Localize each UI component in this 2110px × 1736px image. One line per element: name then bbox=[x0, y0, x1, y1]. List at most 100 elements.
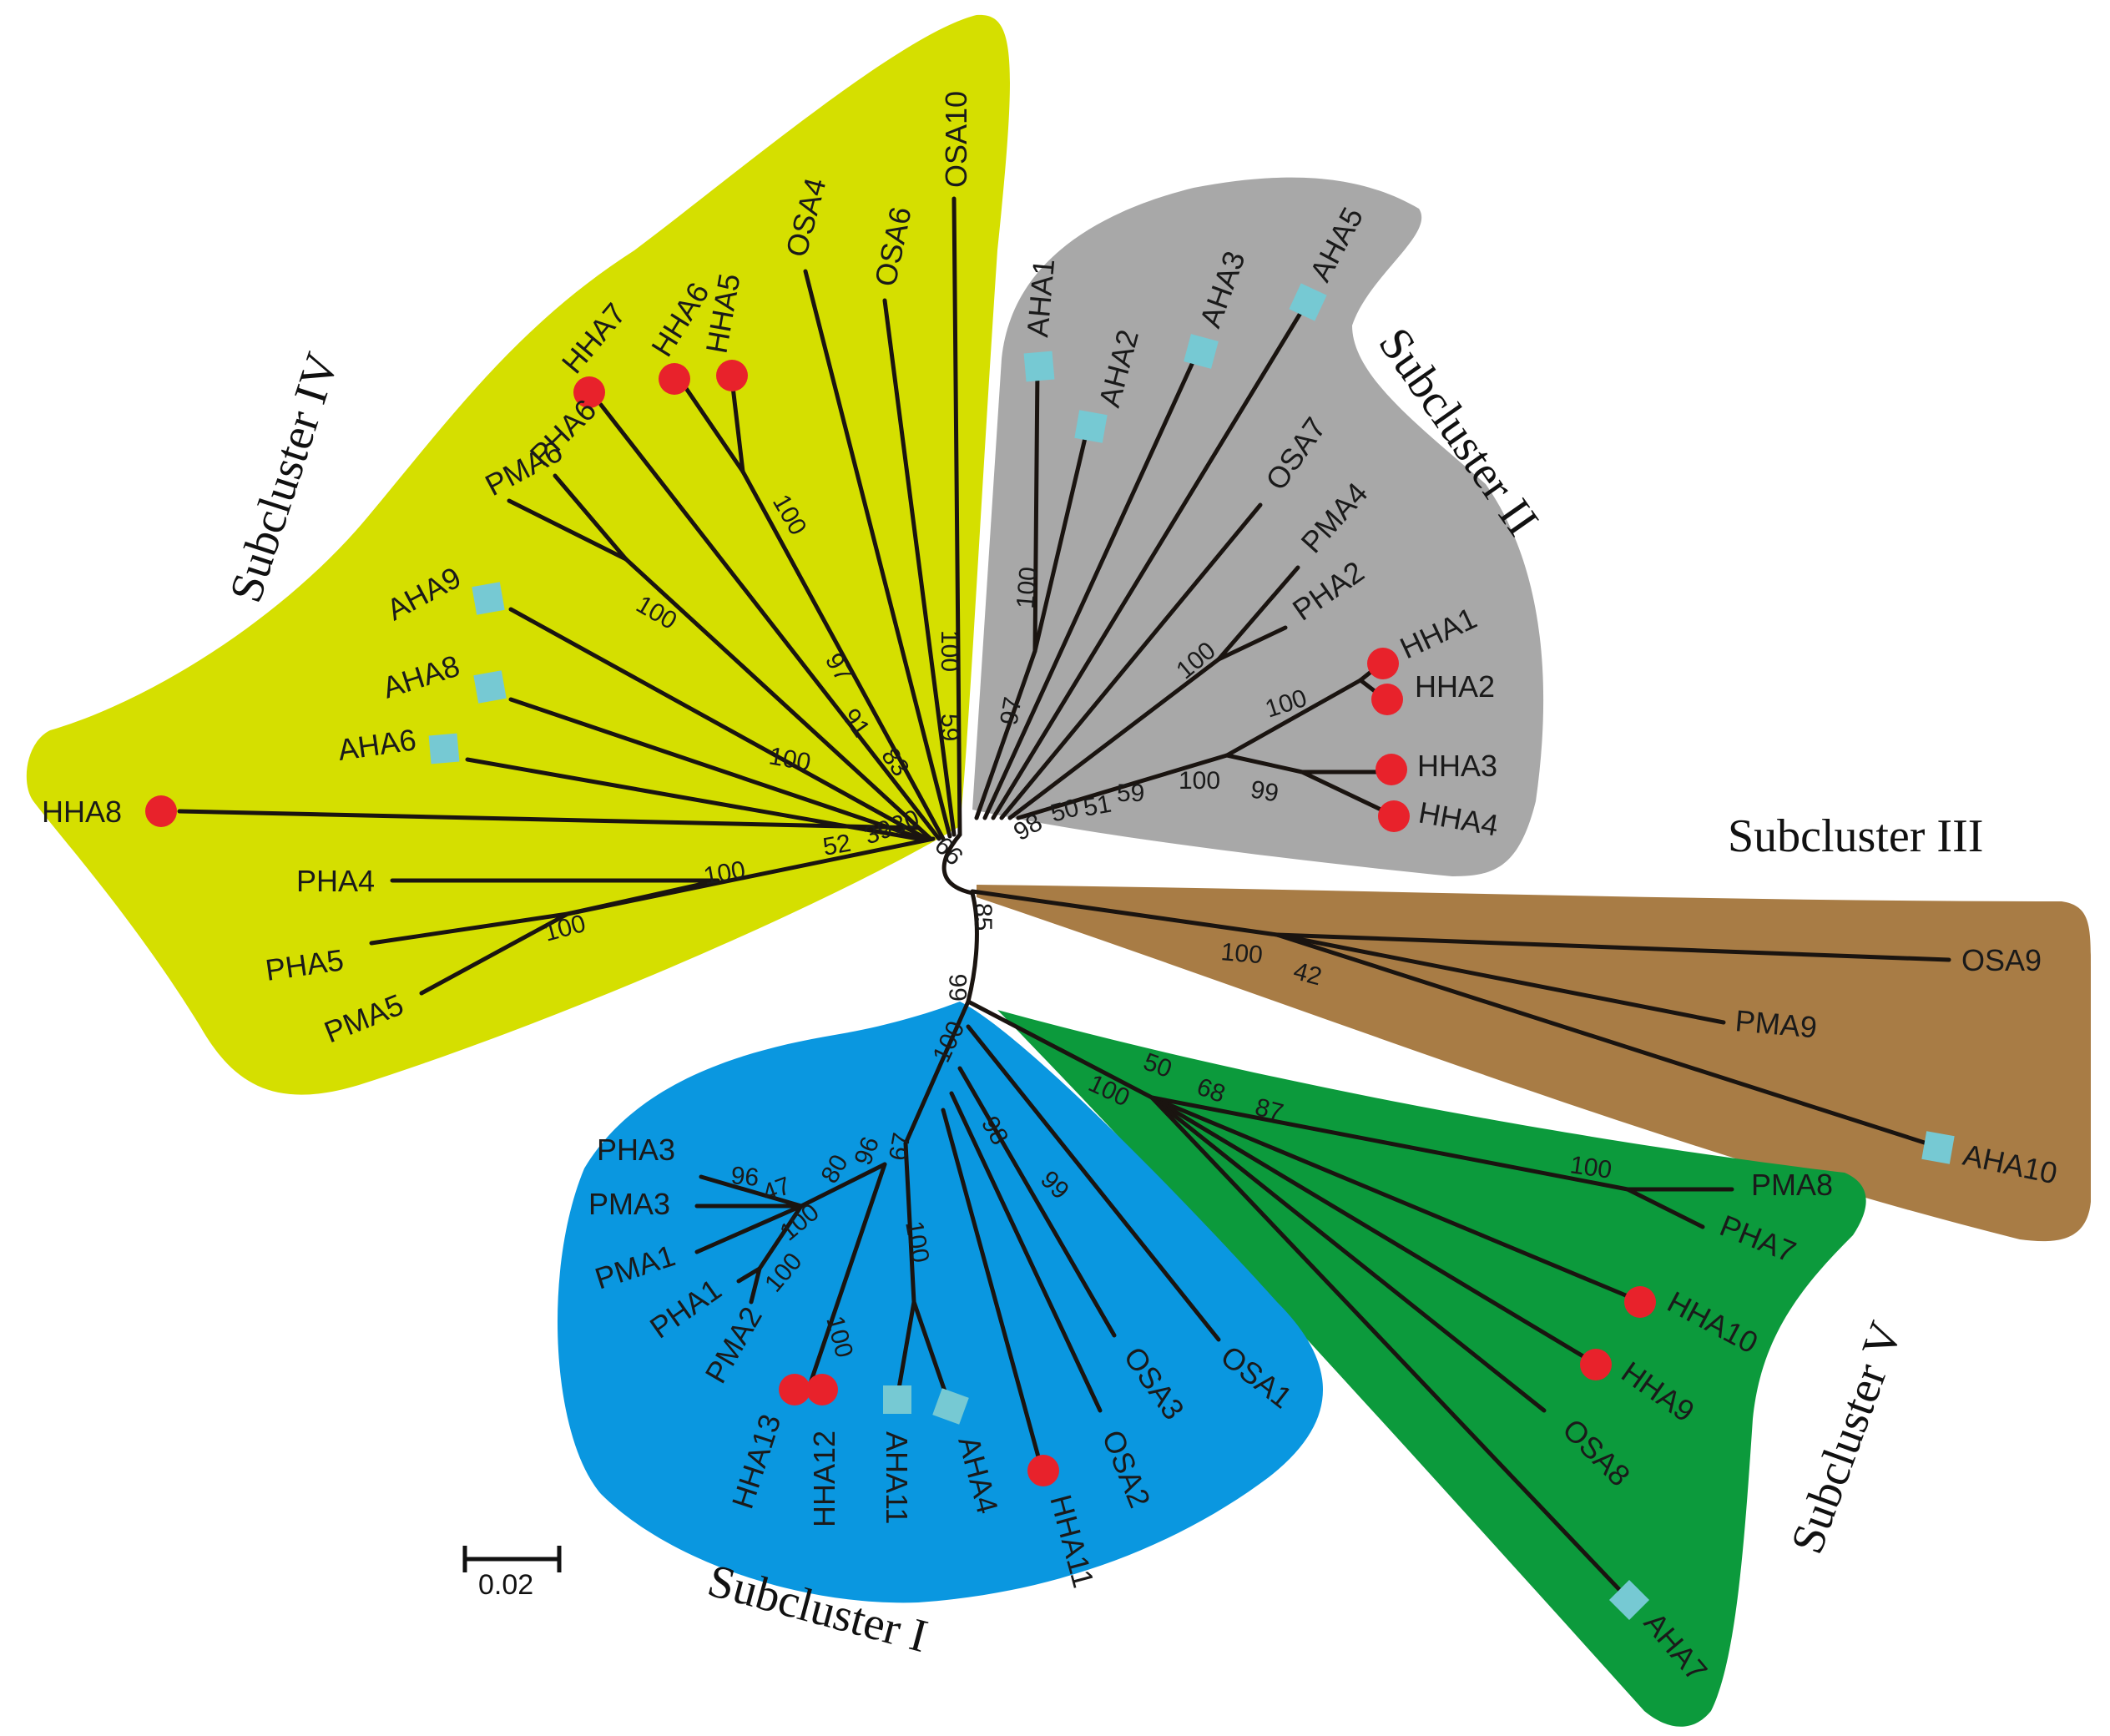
hha9-marker bbox=[1580, 1349, 1612, 1380]
branch-pha5-pma5 bbox=[565, 878, 720, 916]
branch-hha567 bbox=[740, 469, 946, 841]
aha11-marker bbox=[883, 1385, 911, 1414]
branch-pha2 bbox=[1216, 625, 1288, 662]
branch-hha12 bbox=[1224, 678, 1363, 758]
label-hha12: HHA12 bbox=[807, 1431, 841, 1527]
branch-osa8 bbox=[1149, 1095, 1547, 1413]
scale-bar bbox=[462, 1546, 562, 1572]
aha3-marker bbox=[1184, 334, 1219, 369]
branch-pha1-pma2 bbox=[757, 1204, 804, 1271]
hha11-marker bbox=[1027, 1455, 1059, 1486]
label-aha1: AHA1 bbox=[1020, 257, 1061, 338]
branch-pma1-group bbox=[694, 1204, 804, 1254]
subcluster-iv-region bbox=[26, 14, 1010, 1095]
label-osa9: OSA9 bbox=[1961, 943, 2042, 977]
scale-bar-label: 0.02 bbox=[478, 1569, 533, 1601]
aha6-marker bbox=[428, 733, 460, 765]
label-hha3: HHA3 bbox=[1417, 749, 1497, 783]
branch-aha1 bbox=[1032, 365, 1040, 654]
label-pma3: PMA3 bbox=[588, 1187, 670, 1221]
branch-osa10 bbox=[952, 196, 962, 837]
aha8-marker bbox=[473, 670, 507, 704]
label-pma8: PMA8 bbox=[1751, 1168, 1833, 1202]
branch-osa1 bbox=[966, 1024, 1221, 1342]
branch-hha12-13 bbox=[807, 1162, 887, 1388]
bootstrap-hha34: 99 bbox=[1249, 775, 1281, 807]
branch-pha7 bbox=[1625, 1187, 1705, 1229]
bootstrap-iv-52: 52 bbox=[820, 830, 853, 861]
branch-aha11 bbox=[895, 1299, 916, 1400]
hha1-marker bbox=[1367, 648, 1399, 679]
branch-hha8 bbox=[177, 809, 921, 830]
branch-osa2 bbox=[949, 1091, 1103, 1413]
aha1-marker bbox=[1023, 351, 1055, 382]
branch-aha7 bbox=[1149, 1095, 1630, 1601]
branch-pma2 bbox=[749, 1266, 762, 1305]
label-aha11: AHA11 bbox=[880, 1431, 914, 1524]
bootstrap-hha-group: 100 bbox=[1179, 767, 1220, 795]
aha5-marker bbox=[1289, 283, 1327, 321]
branch-hha-group bbox=[1016, 753, 1229, 820]
branch-aha8 bbox=[508, 697, 925, 841]
branch-hha34 bbox=[1224, 753, 1305, 775]
branch-hha9 bbox=[1149, 1095, 1597, 1365]
branch-osa6 bbox=[882, 298, 957, 837]
branch-pha3 bbox=[699, 1174, 804, 1209]
branch-aha-group bbox=[974, 648, 1037, 820]
branch-aha5 bbox=[991, 308, 1305, 820]
label-hha8: HHA8 bbox=[42, 795, 122, 829]
aha2-marker bbox=[1074, 410, 1108, 443]
branch-hha56 bbox=[678, 377, 745, 474]
aha10-marker bbox=[1921, 1131, 1955, 1164]
hha-markers bbox=[145, 360, 1656, 1486]
branch-pma8-pha7 bbox=[1149, 1095, 1630, 1192]
hha6-marker bbox=[659, 363, 690, 395]
bootstrap-ii-51: 51 bbox=[1081, 790, 1113, 822]
branch-aha9 bbox=[508, 607, 929, 841]
hha3-marker bbox=[1376, 754, 1407, 785]
branch-pma4 bbox=[1216, 565, 1300, 662]
subcluster-i-region bbox=[557, 1002, 1323, 1603]
branch-pma5 bbox=[419, 911, 570, 996]
branches bbox=[177, 196, 1951, 1601]
label-pma9: PMA9 bbox=[1734, 1003, 1818, 1044]
branch-aha3 bbox=[982, 358, 1196, 820]
branch-aha2 bbox=[1032, 436, 1088, 654]
branch-pma6 bbox=[507, 498, 628, 562]
branch-pha-pma-i bbox=[799, 1162, 887, 1209]
branch-pma9 bbox=[1275, 932, 1726, 1025]
branch-aha-i-group bbox=[903, 1141, 916, 1305]
hha7-marker bbox=[573, 376, 605, 408]
branch-pha5 bbox=[369, 911, 570, 946]
branch-osa7 bbox=[999, 502, 1263, 820]
branch-hha7 bbox=[598, 402, 941, 841]
aha4-marker bbox=[932, 1388, 969, 1425]
hha2-marker bbox=[1371, 684, 1403, 715]
bootstrap-i-67: 67 bbox=[884, 1131, 916, 1163]
subcluster-iii-region bbox=[977, 885, 2091, 1242]
subcluster-v-title: Subcluster V bbox=[1781, 1315, 1912, 1561]
branch-osa3 bbox=[957, 1066, 1117, 1338]
bootstrap-pma8-pha7: 100 bbox=[1568, 1151, 1613, 1184]
bootstrap-osa10: 100 bbox=[936, 630, 963, 672]
branch-i-stem bbox=[903, 999, 971, 1146]
branch-aha10 bbox=[1275, 932, 1937, 1148]
hha4-marker bbox=[1378, 800, 1410, 832]
branch-hha11 bbox=[941, 1108, 1044, 1471]
branch-osa9 bbox=[1275, 932, 1951, 962]
bootstrap-aha12: 100 bbox=[1012, 566, 1042, 610]
label-pha4: PHA4 bbox=[296, 864, 375, 898]
bootstrap-ii-97: 97 bbox=[995, 695, 1027, 728]
branch-hha10 bbox=[1149, 1095, 1640, 1303]
hha13-marker bbox=[779, 1374, 810, 1405]
bootstrap-root-66b: 66 bbox=[945, 974, 972, 1002]
branch-iii-stem bbox=[970, 889, 1280, 937]
hha5-marker bbox=[716, 360, 748, 391]
branch-pha6 bbox=[553, 473, 628, 562]
branch-osa4 bbox=[803, 269, 952, 839]
branch-pma4-pha2 bbox=[1007, 657, 1221, 820]
bootstrap-i-96b: 96 bbox=[729, 1162, 760, 1192]
branch-hha5 bbox=[729, 377, 745, 474]
label-osa10: OSA10 bbox=[939, 91, 973, 188]
